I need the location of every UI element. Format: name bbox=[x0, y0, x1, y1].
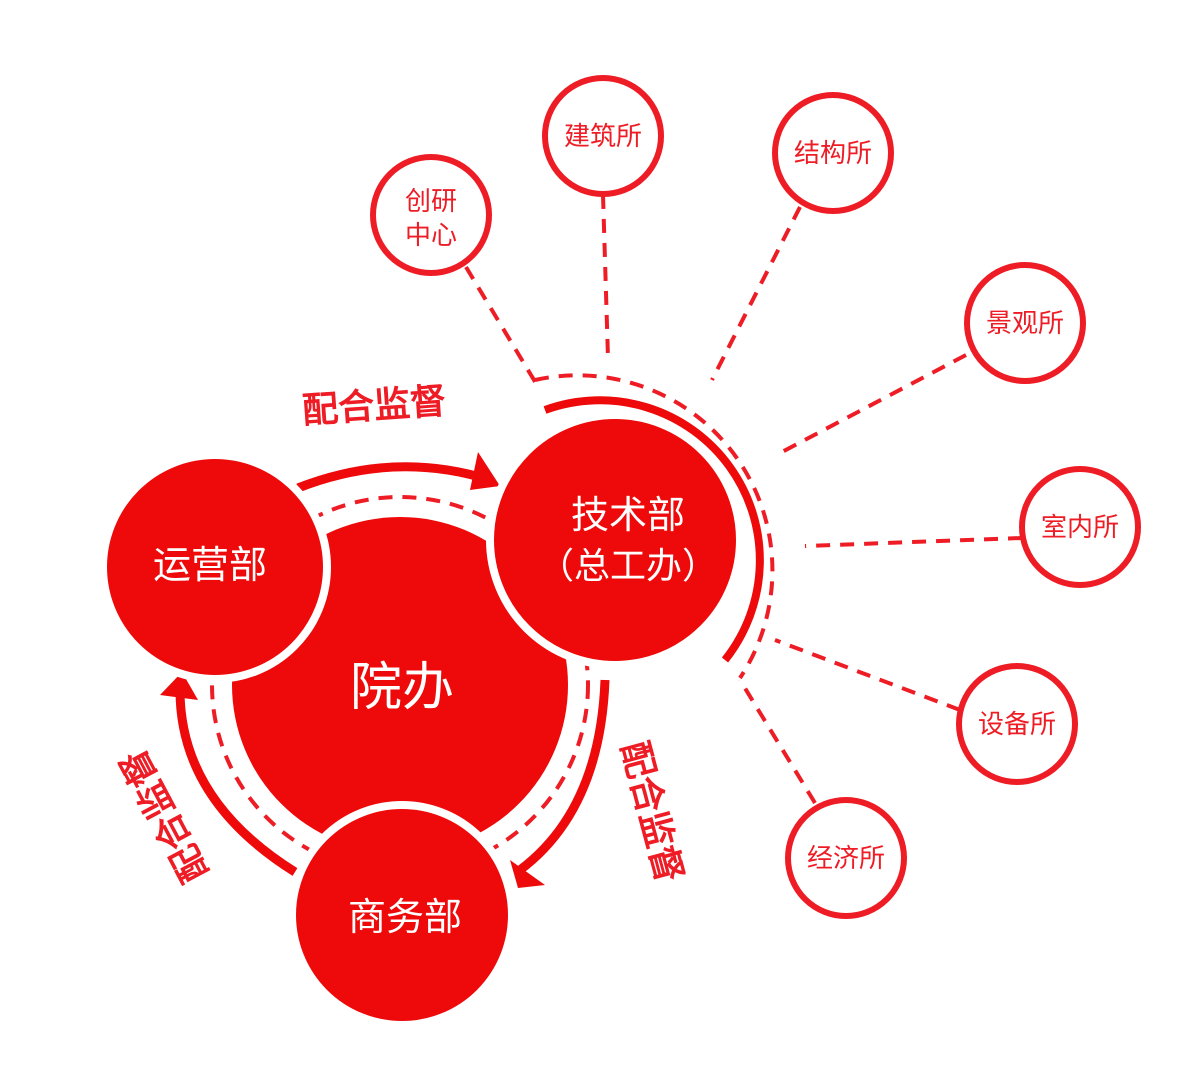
connector-jianzhu bbox=[601, 194, 610, 359]
institute-shebei-label: 设备所 bbox=[978, 710, 1056, 740]
operations-label: 运营部 bbox=[153, 543, 267, 587]
connector-shinei bbox=[804, 536, 1023, 548]
institute-chuangyan-circle bbox=[370, 154, 492, 276]
institute-shebei-circle bbox=[956, 663, 1078, 785]
connector-jingguan bbox=[781, 353, 967, 454]
institute-jingji-label: 经济所 bbox=[807, 844, 885, 874]
left-arc bbox=[175, 689, 298, 876]
connector-jiegou bbox=[710, 206, 802, 381]
technical-label-line1: 技术部 bbox=[571, 493, 685, 537]
institute-jingji-circle bbox=[785, 797, 907, 919]
institute-shinei-circle bbox=[1019, 466, 1141, 588]
institute-chuangyan-line2: 中心 bbox=[405, 221, 457, 251]
technical-label-line2: （总工办） bbox=[538, 546, 718, 587]
center-label: 院办 bbox=[350, 658, 454, 718]
right-arrow-head bbox=[510, 860, 545, 888]
tech-dashed-arc bbox=[534, 373, 775, 680]
top-arc bbox=[296, 462, 492, 493]
operations-circle bbox=[99, 451, 331, 683]
institute-chuangyan-line1: 创研 bbox=[405, 187, 457, 217]
right-arc bbox=[517, 679, 610, 874]
institute-jianzhu-label: 建筑所 bbox=[564, 122, 642, 152]
left-arrow-head bbox=[160, 672, 198, 700]
relation-left-label: 配合监督 bbox=[113, 742, 217, 888]
top-arrow-head bbox=[470, 452, 500, 490]
connector-jingji bbox=[738, 678, 817, 805]
relation-right-label: 配合监督 bbox=[613, 737, 690, 887]
institute-jingguan-circle bbox=[964, 262, 1086, 384]
business-circle bbox=[288, 801, 516, 1029]
relation-top-label: 配合监督 bbox=[301, 381, 448, 432]
institute-shinei-label: 室内所 bbox=[1041, 513, 1119, 543]
institute-jingguan-label: 景观所 bbox=[986, 309, 1064, 339]
institute-jiegou-label: 结构所 bbox=[794, 139, 872, 169]
business-label: 商务部 bbox=[348, 895, 462, 939]
connector-chuangyan bbox=[464, 265, 542, 392]
connectors bbox=[464, 194, 1023, 805]
institute-jianzhu-circle bbox=[542, 75, 664, 197]
connector-shebei bbox=[774, 638, 961, 712]
tech-solid-arc bbox=[543, 396, 764, 663]
institute-jiegou-circle bbox=[772, 92, 894, 214]
technical-circle bbox=[486, 411, 744, 669]
